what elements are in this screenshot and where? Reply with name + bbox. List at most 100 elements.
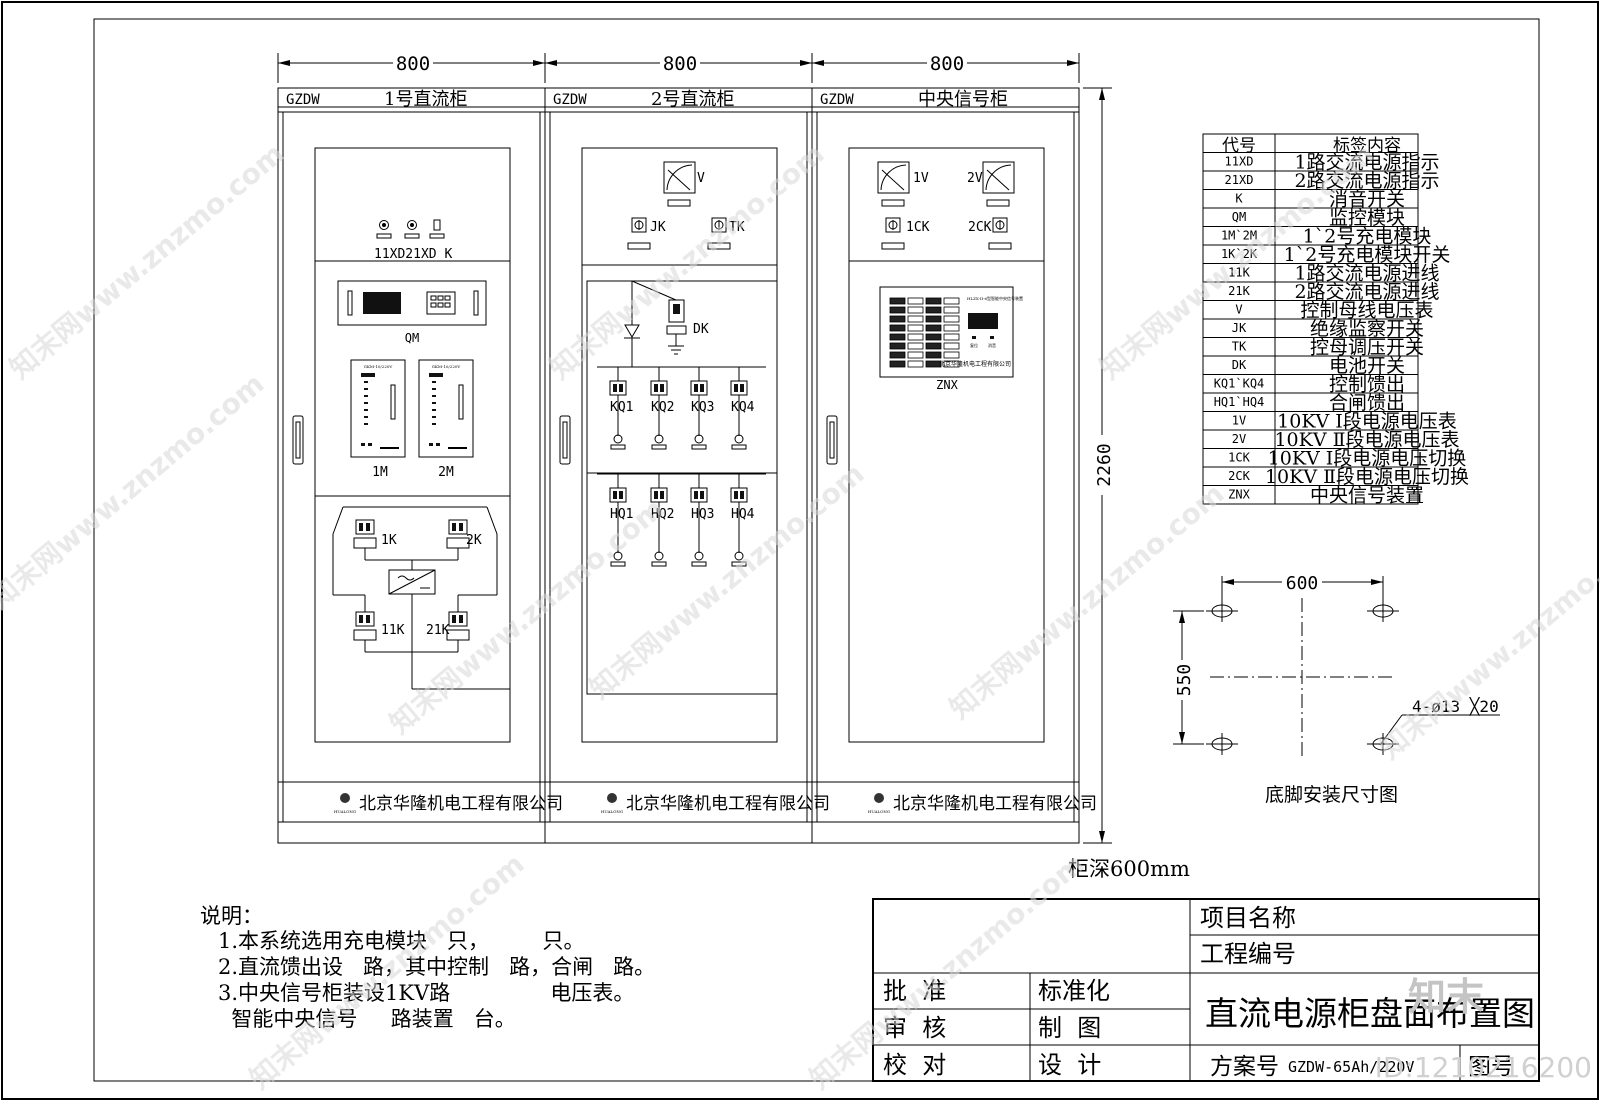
module-1m-label: 1M bbox=[372, 465, 388, 480]
notes-title: 说明： bbox=[200, 904, 263, 928]
qm-monitor-module bbox=[337, 280, 487, 326]
note-line-2: 2.直流馈出设 路，其中控制 路，合闸 路。 bbox=[218, 955, 655, 979]
indicator-labels: 11XD21XD K bbox=[374, 247, 452, 262]
cabinet-3-code: GZDW bbox=[820, 92, 854, 108]
voltmeter-2v-icon bbox=[982, 161, 1015, 207]
legend-content: 电池开关 bbox=[1329, 355, 1405, 377]
kq-breaker: KQ3 bbox=[690, 367, 714, 450]
legend-code: 11K bbox=[1228, 266, 1250, 280]
watermark-text: 知末网www.znzmo.com bbox=[543, 137, 830, 385]
approve-label: 批 准 bbox=[883, 977, 946, 1005]
title-block: 项目名称 工程编号 批 准 审 核 校 对 标准化 制 图 设 计 直流电源柜盘… bbox=[872, 898, 1540, 1082]
height-dimension: 2260 bbox=[1083, 87, 1115, 844]
project-no-label: 工程编号 bbox=[1200, 940, 1296, 968]
scheme-label: 方案号 bbox=[1210, 1054, 1279, 1080]
foundation-height: 550 bbox=[1174, 664, 1195, 697]
dk-label: DK bbox=[693, 322, 709, 337]
watermark-text: 知末网www.znzmo.com bbox=[0, 367, 270, 615]
charging-module-2: GKM-10/220V bbox=[418, 359, 474, 458]
mounting-hole-icon bbox=[1206, 600, 1238, 622]
legend-code: 1K`2K bbox=[1221, 247, 1258, 261]
legend-code: DK bbox=[1232, 358, 1247, 372]
cabinet-1-title: 1号直流柜 bbox=[384, 89, 467, 110]
depth-note: 柜深600mm bbox=[1068, 857, 1190, 881]
switch-tk-label: TK bbox=[729, 220, 745, 235]
dim-width-1: 800 bbox=[396, 53, 430, 75]
cabinet-1-company: 北京华隆机电工程有限公司 bbox=[359, 794, 563, 814]
legend-code: 2CK bbox=[1228, 469, 1250, 483]
watermark-logo: 知末 bbox=[1408, 975, 1484, 1019]
central-signal-device: HLZX-II-6型智能中央信号装置 复位 消音 北京华隆机电工程有限公司 bbox=[879, 286, 1023, 378]
kq-breaker: KQ4 bbox=[730, 367, 755, 450]
legend-header-code: 代号 bbox=[1222, 136, 1256, 156]
watermark-id: ID:1210216200 bbox=[1375, 1051, 1592, 1084]
watermark-text: 知末网www.znzmo.com bbox=[3, 137, 290, 385]
legend-content: 10KV Ⅱ段电源电压表 bbox=[1274, 429, 1459, 451]
cabinet-1-code: GZDW bbox=[286, 92, 320, 108]
door-handle bbox=[559, 415, 571, 465]
cabinet-2-code: GZDW bbox=[553, 92, 587, 108]
company-logo-icon bbox=[874, 793, 884, 803]
legend-code: ZNX bbox=[1228, 488, 1250, 502]
cabinet-1-panel bbox=[314, 147, 511, 743]
cabinet-2: GZDW 2号直流柜 V JK TK bbox=[544, 87, 830, 844]
indicator-lamps bbox=[376, 219, 445, 239]
cabinet-2-schematic bbox=[586, 280, 778, 695]
company-logo-icon bbox=[340, 793, 350, 803]
legend-content: 中央信号装置 bbox=[1310, 485, 1424, 507]
mounting-hole-icon bbox=[1206, 733, 1238, 755]
legend-code: 1CK bbox=[1228, 451, 1250, 465]
cabinet-1-schematic bbox=[332, 506, 510, 690]
kq-breaker: KQ1 bbox=[609, 367, 633, 450]
voltmeter-label: V bbox=[697, 171, 705, 186]
note-line-3: 3.中央信号柜装设1KV路 电压表。 bbox=[218, 981, 634, 1005]
hq-feeders: HQ1 HQ2 HQ3 HQ4 bbox=[597, 473, 766, 567]
legend-code: 21XD bbox=[1225, 173, 1254, 187]
feeder-label: KQ1 bbox=[610, 400, 633, 415]
legend-code: 2V bbox=[1232, 432, 1246, 446]
notes: 说明： 1.本系统选用充电模块 只， 只。 2.直流馈出设 路，其中控制 路，合… bbox=[200, 904, 655, 1031]
breaker-21k-label: 21K bbox=[426, 623, 450, 638]
project-name-label: 项目名称 bbox=[1200, 904, 1296, 932]
cabinet-2-company: 北京华隆机电工程有限公司 bbox=[626, 794, 830, 814]
standard-label: 标准化 bbox=[1038, 977, 1110, 1005]
top-dimensions: 800 800 800 bbox=[277, 52, 1080, 83]
feeder-label: KQ3 bbox=[691, 400, 714, 415]
legend-content: 控制馈出 bbox=[1329, 374, 1405, 396]
voltmeter-1v-icon bbox=[877, 161, 910, 207]
switch-tk-icon bbox=[707, 217, 731, 250]
cabinet-3-title: 中央信号柜 bbox=[918, 89, 1008, 110]
znx-label: ZNX bbox=[936, 378, 958, 392]
svg-text:HUALONG: HUALONG bbox=[334, 809, 356, 814]
drawing-no-label: 图号 bbox=[1468, 1054, 1514, 1080]
charging-module-1: GKM-10/220V bbox=[350, 359, 406, 458]
voltmeter-2v-label: 2V bbox=[967, 171, 983, 186]
review-label: 审 核 bbox=[883, 1014, 946, 1042]
feeder-label: HQ3 bbox=[691, 507, 714, 522]
foundation-width: 600 bbox=[1286, 573, 1319, 594]
legend-content: 绝缘监察开关 bbox=[1310, 318, 1424, 340]
hq-breaker: HQ4 bbox=[730, 474, 755, 567]
legend-content: 2路交流电源指示 bbox=[1294, 170, 1439, 192]
voltmeter-1v-label: 1V bbox=[913, 171, 929, 186]
cabinet-3-company: 北京华隆机电工程有限公司 bbox=[893, 794, 1097, 814]
switch-1ck-label: 1CK bbox=[906, 220, 930, 235]
door-handle bbox=[292, 415, 304, 465]
door-handle bbox=[826, 415, 838, 465]
drawing-title: 直流电源柜盘面布置图 bbox=[1205, 994, 1535, 1033]
kq-breaker: KQ2 bbox=[650, 367, 674, 450]
switch-jk-icon bbox=[627, 217, 651, 250]
svg-text:HUALONG: HUALONG bbox=[868, 809, 890, 814]
dim-height: 2260 bbox=[1094, 443, 1115, 486]
feeder-label: HQ1 bbox=[610, 507, 633, 522]
voltmeter-icon bbox=[663, 161, 696, 207]
legend-content: 10KV Ⅱ段电源电压切换 bbox=[1265, 466, 1469, 488]
watermark-text: 知末网www.znzmo.com bbox=[383, 492, 670, 740]
legend-code: K bbox=[1235, 192, 1243, 206]
switch-1ck-icon bbox=[881, 217, 905, 250]
feeder-label: KQ2 bbox=[651, 400, 674, 415]
svg-text:GKM-10/220V: GKM-10/220V bbox=[364, 364, 393, 369]
feeder-label: HQ2 bbox=[651, 507, 674, 522]
